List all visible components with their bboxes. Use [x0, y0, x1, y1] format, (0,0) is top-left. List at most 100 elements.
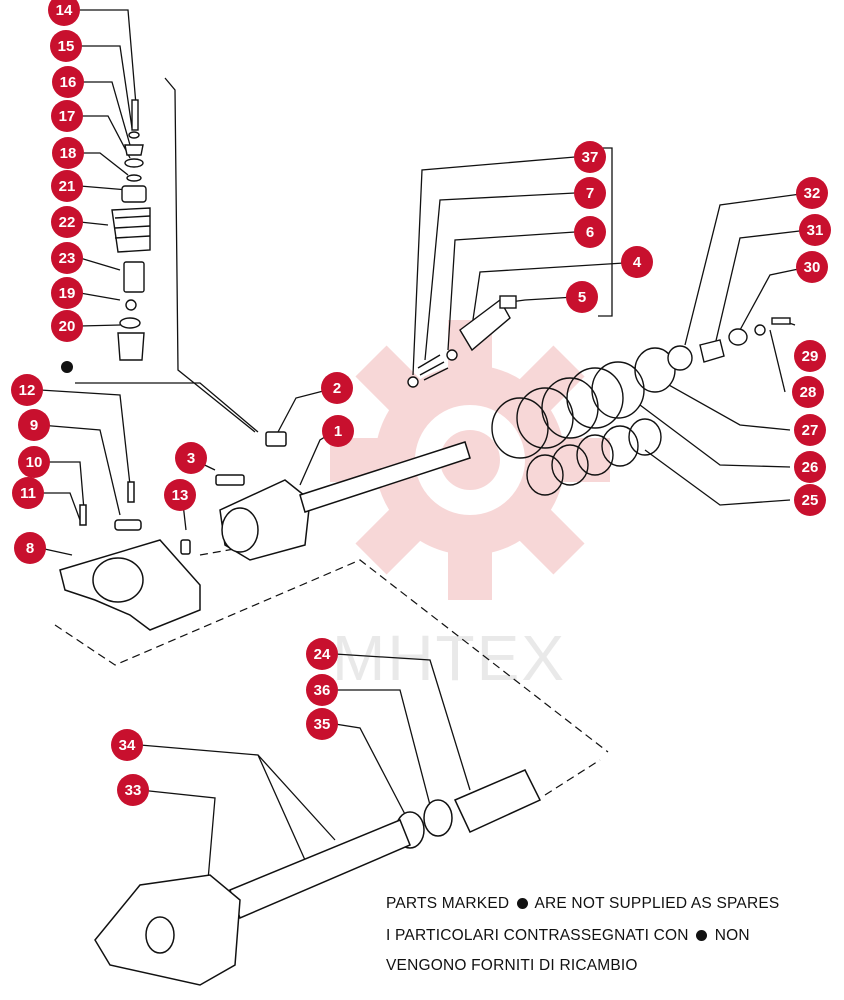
spring-valve-group: [407, 295, 791, 496]
callout-label: 12: [19, 382, 36, 399]
callout-badge: [574, 141, 606, 173]
callout-label: 3: [187, 450, 195, 467]
key-3: [215, 474, 245, 486]
callout-layer: 1415161718212223192012910118213133776453…: [11, 0, 831, 806]
callout-32: 32: [796, 177, 828, 209]
note-bullet-icon: [516, 898, 528, 909]
callout-badge: [12, 477, 44, 509]
callout-25: 25: [794, 484, 826, 516]
watermark: MHTEX: [330, 320, 610, 694]
not-supplied-marker: [61, 361, 73, 373]
nut-16: [124, 144, 144, 156]
callout-13: 13: [164, 479, 196, 511]
callout-label: 21: [59, 178, 76, 195]
callout-badge: [794, 451, 826, 483]
callout-label: 33: [125, 782, 142, 799]
callout-5: 5: [566, 281, 598, 313]
callout-3: 3: [175, 442, 207, 474]
ring-32: [667, 345, 693, 371]
callout-label: 32: [804, 185, 821, 202]
callout-label: 8: [26, 540, 34, 557]
bushing-21: [121, 185, 147, 203]
callout-23: 23: [51, 242, 83, 274]
callout-badge: [306, 674, 338, 706]
callout-badge: [566, 281, 598, 313]
callout-10: 10: [18, 446, 50, 478]
callout-label: 23: [59, 250, 76, 267]
washer-18: [126, 174, 142, 182]
callout-label: 11: [20, 485, 36, 502]
bearing-27: [634, 347, 676, 393]
note-line-2: I PARTICOLARI CONTRASSEGNATI CON NON: [386, 927, 750, 945]
callout-15: 15: [50, 30, 82, 62]
callout-badge: [111, 729, 143, 761]
callout-label: 10: [26, 454, 43, 471]
callout-11: 11: [12, 477, 44, 509]
callout-badge: [51, 170, 83, 202]
callout-1: 1: [322, 415, 354, 447]
callout-label: 2: [333, 380, 341, 397]
callout-badge: [18, 446, 50, 478]
callout-badge: [792, 376, 824, 408]
ring-36: [423, 799, 453, 837]
bushing-24: [453, 769, 542, 833]
callout-badge: [175, 442, 207, 474]
washer-20: [119, 317, 141, 329]
callout-31: 31: [799, 214, 831, 246]
shaft-34: [229, 819, 411, 920]
callout-label: 34: [119, 737, 136, 754]
callout-8: 8: [14, 532, 46, 564]
part-stack-top: [111, 99, 151, 361]
callout-21: 21: [51, 170, 83, 202]
callout-label: 13: [172, 487, 189, 504]
valve-4: [459, 298, 511, 352]
callout-35: 35: [306, 708, 338, 740]
screw-29: [771, 317, 791, 325]
callout-badge: [621, 246, 653, 278]
callout-label: 16: [60, 74, 77, 91]
nut-31: [699, 339, 725, 363]
callout-badge: [306, 708, 338, 740]
watermark-text: MHTEX: [332, 622, 566, 694]
callout-label: 35: [314, 716, 331, 733]
callout-label: 15: [58, 38, 75, 55]
washer-15: [128, 131, 140, 139]
callout-label: 19: [59, 285, 76, 302]
callout-badge: [14, 532, 46, 564]
leader-lines: [39, 9, 809, 881]
callout-12: 12: [11, 374, 43, 406]
callout-label: 28: [800, 384, 817, 401]
ring-28: [754, 324, 766, 336]
callout-29: 29: [794, 340, 826, 372]
callout-4: 4: [621, 246, 653, 278]
note-line-2-a: I PARTICOLARI CONTRASSEGNATI CON: [386, 927, 689, 944]
callout-badge: [52, 66, 84, 98]
callout-badge: [794, 414, 826, 446]
bracket-assembly: [59, 431, 471, 631]
callout-badge: [794, 484, 826, 516]
callout-18: 18: [52, 137, 84, 169]
callout-label: 37: [582, 149, 599, 166]
callout-26: 26: [794, 451, 826, 483]
callout-label: 20: [59, 318, 76, 335]
callout-badge: [52, 137, 84, 169]
callout-label: 30: [804, 259, 821, 276]
callout-badge: [574, 177, 606, 209]
callout-label: 25: [802, 492, 819, 509]
callout-badge: [796, 251, 828, 283]
note-line-3-text: VENGONO FORNITI DI RICAMBIO: [386, 957, 638, 974]
callout-label: 6: [586, 224, 594, 241]
callout-label: 18: [60, 145, 77, 162]
callout-badge: [51, 100, 83, 132]
ball-37: [407, 376, 419, 388]
callout-label: 4: [633, 254, 642, 271]
spring-26: [491, 361, 645, 459]
cap-5: [499, 295, 517, 309]
callout-badge: [306, 638, 338, 670]
shaft-1: [299, 441, 471, 513]
lower-assembly: [94, 769, 542, 986]
callout-label: 24: [314, 646, 331, 663]
note-line-1-a: PARTS MARKED: [386, 895, 510, 912]
plug-2: [265, 431, 287, 447]
